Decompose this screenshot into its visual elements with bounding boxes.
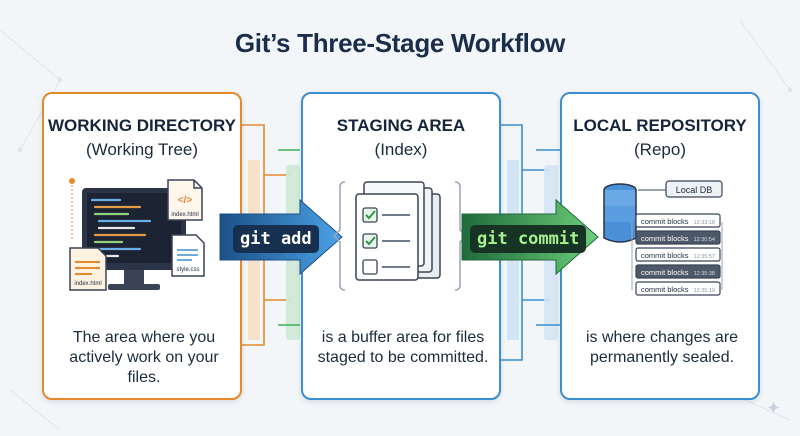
local-repository-card: LOCAL REPOSITORY (Repo) is where changes… (560, 92, 760, 400)
working-directory-card: WORKING DIRECTORY (Working Tree) The are… (42, 92, 242, 400)
stage-title: LOCAL REPOSITORY (573, 116, 747, 135)
stage-subtitle: (Index) (374, 140, 428, 159)
stage-subtitle: (Repo) (634, 140, 686, 159)
stage-title: WORKING DIRECTORY (48, 116, 236, 135)
stage-title: STAGING AREA (336, 116, 466, 135)
stage-description: The area where you actively work on your… (69, 329, 219, 386)
stage-description: is where changes are permanently sealed. (585, 329, 739, 366)
sparkle-icon: ✦ (766, 398, 782, 418)
git-commit-command: git commit (470, 225, 587, 253)
git-add-command: git add (233, 225, 319, 253)
stage-subtitle: (Working Tree) (85, 140, 199, 159)
page-title: Git’s Three-Stage Workflow (234, 28, 566, 58)
stage-description: is a buffer area for files staged to be … (317, 329, 489, 366)
